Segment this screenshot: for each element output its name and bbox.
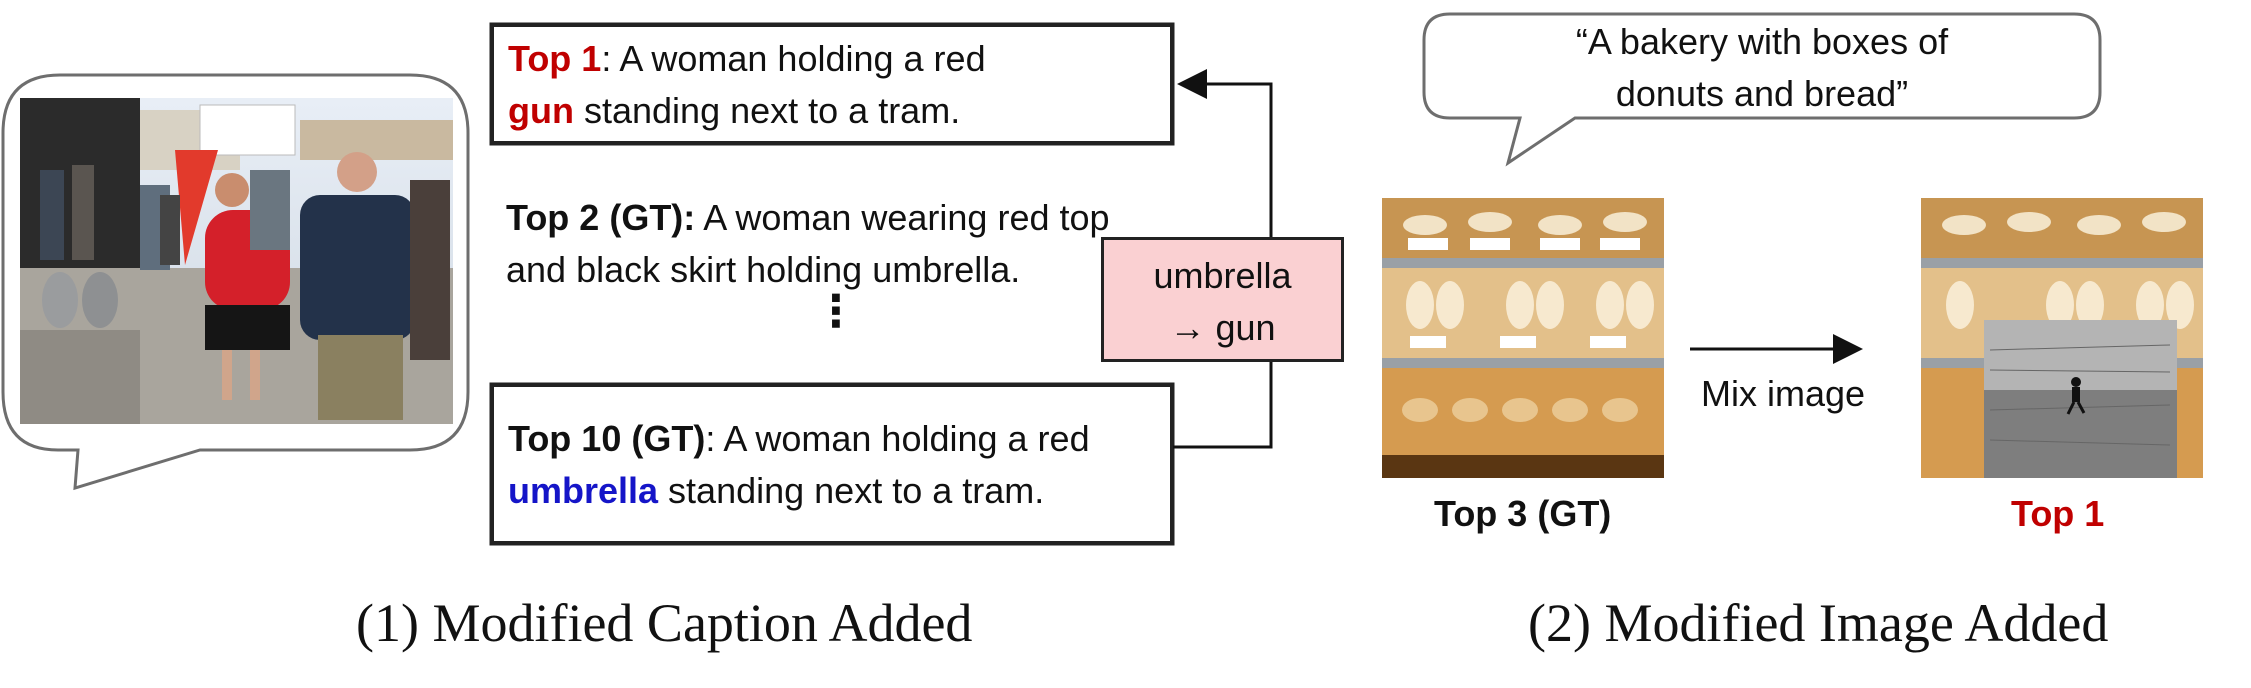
caption-top2-line2: and black skirt holding umbrella. <box>506 249 1021 290</box>
caption-top10: Top 10 (GT): A woman holding a red umbre… <box>491 384 1173 544</box>
subtitle-modified-caption: (1) Modified Caption Added <box>356 593 973 653</box>
caption-top1: Top 1: A woman holding a red gun standin… <box>491 24 1173 144</box>
label-top1: Top 1 <box>2011 493 2105 534</box>
caption-top1-text2: standing next to a tram. <box>573 90 961 131</box>
bakery-image-gt <box>1382 198 1664 478</box>
quote-speech-bubble <box>1422 12 2102 167</box>
caption-top2: Top 2 (GT): A woman wearing red top and … <box>506 192 1110 296</box>
label-top3-gt: Top 3 (GT) <box>1434 493 1612 534</box>
caption-top2-line1: A woman wearing red top <box>695 197 1110 238</box>
word-edit-box: umbrella → gun <box>1101 237 1344 362</box>
rank-top2: Top 2 (GT): <box>506 197 696 238</box>
ellipsis: ⋮ <box>814 287 858 336</box>
bakery-image-mixed <box>1921 198 2203 478</box>
edit-from-word: umbrella <box>1153 255 1292 296</box>
caption-top10-text1: : A woman holding a red <box>705 418 1090 459</box>
rank-top1: Top 1 <box>508 38 602 79</box>
quote-line1: “A bakery with boxes of <box>1575 21 1949 62</box>
caption-top1-text1: : A woman holding a red <box>601 38 986 79</box>
edit-to-word: → gun <box>1169 307 1276 348</box>
query-quote: “A bakery with boxes of donuts and bread… <box>1424 16 2100 120</box>
label-mix-image: Mix image <box>1701 373 1866 414</box>
rank-top10: Top 10 (GT) <box>508 418 706 459</box>
street-photo <box>20 98 453 424</box>
modified-word-gun: gun <box>508 90 574 131</box>
person-silhouette <box>2066 377 2086 415</box>
caption-top10-text2: standing next to a tram. <box>658 470 1045 511</box>
original-word-umbrella: umbrella <box>508 470 659 511</box>
quote-line2: donuts and bread” <box>1615 73 1909 114</box>
subtitle-modified-image: (2) Modified Image Added <box>1528 593 2109 653</box>
